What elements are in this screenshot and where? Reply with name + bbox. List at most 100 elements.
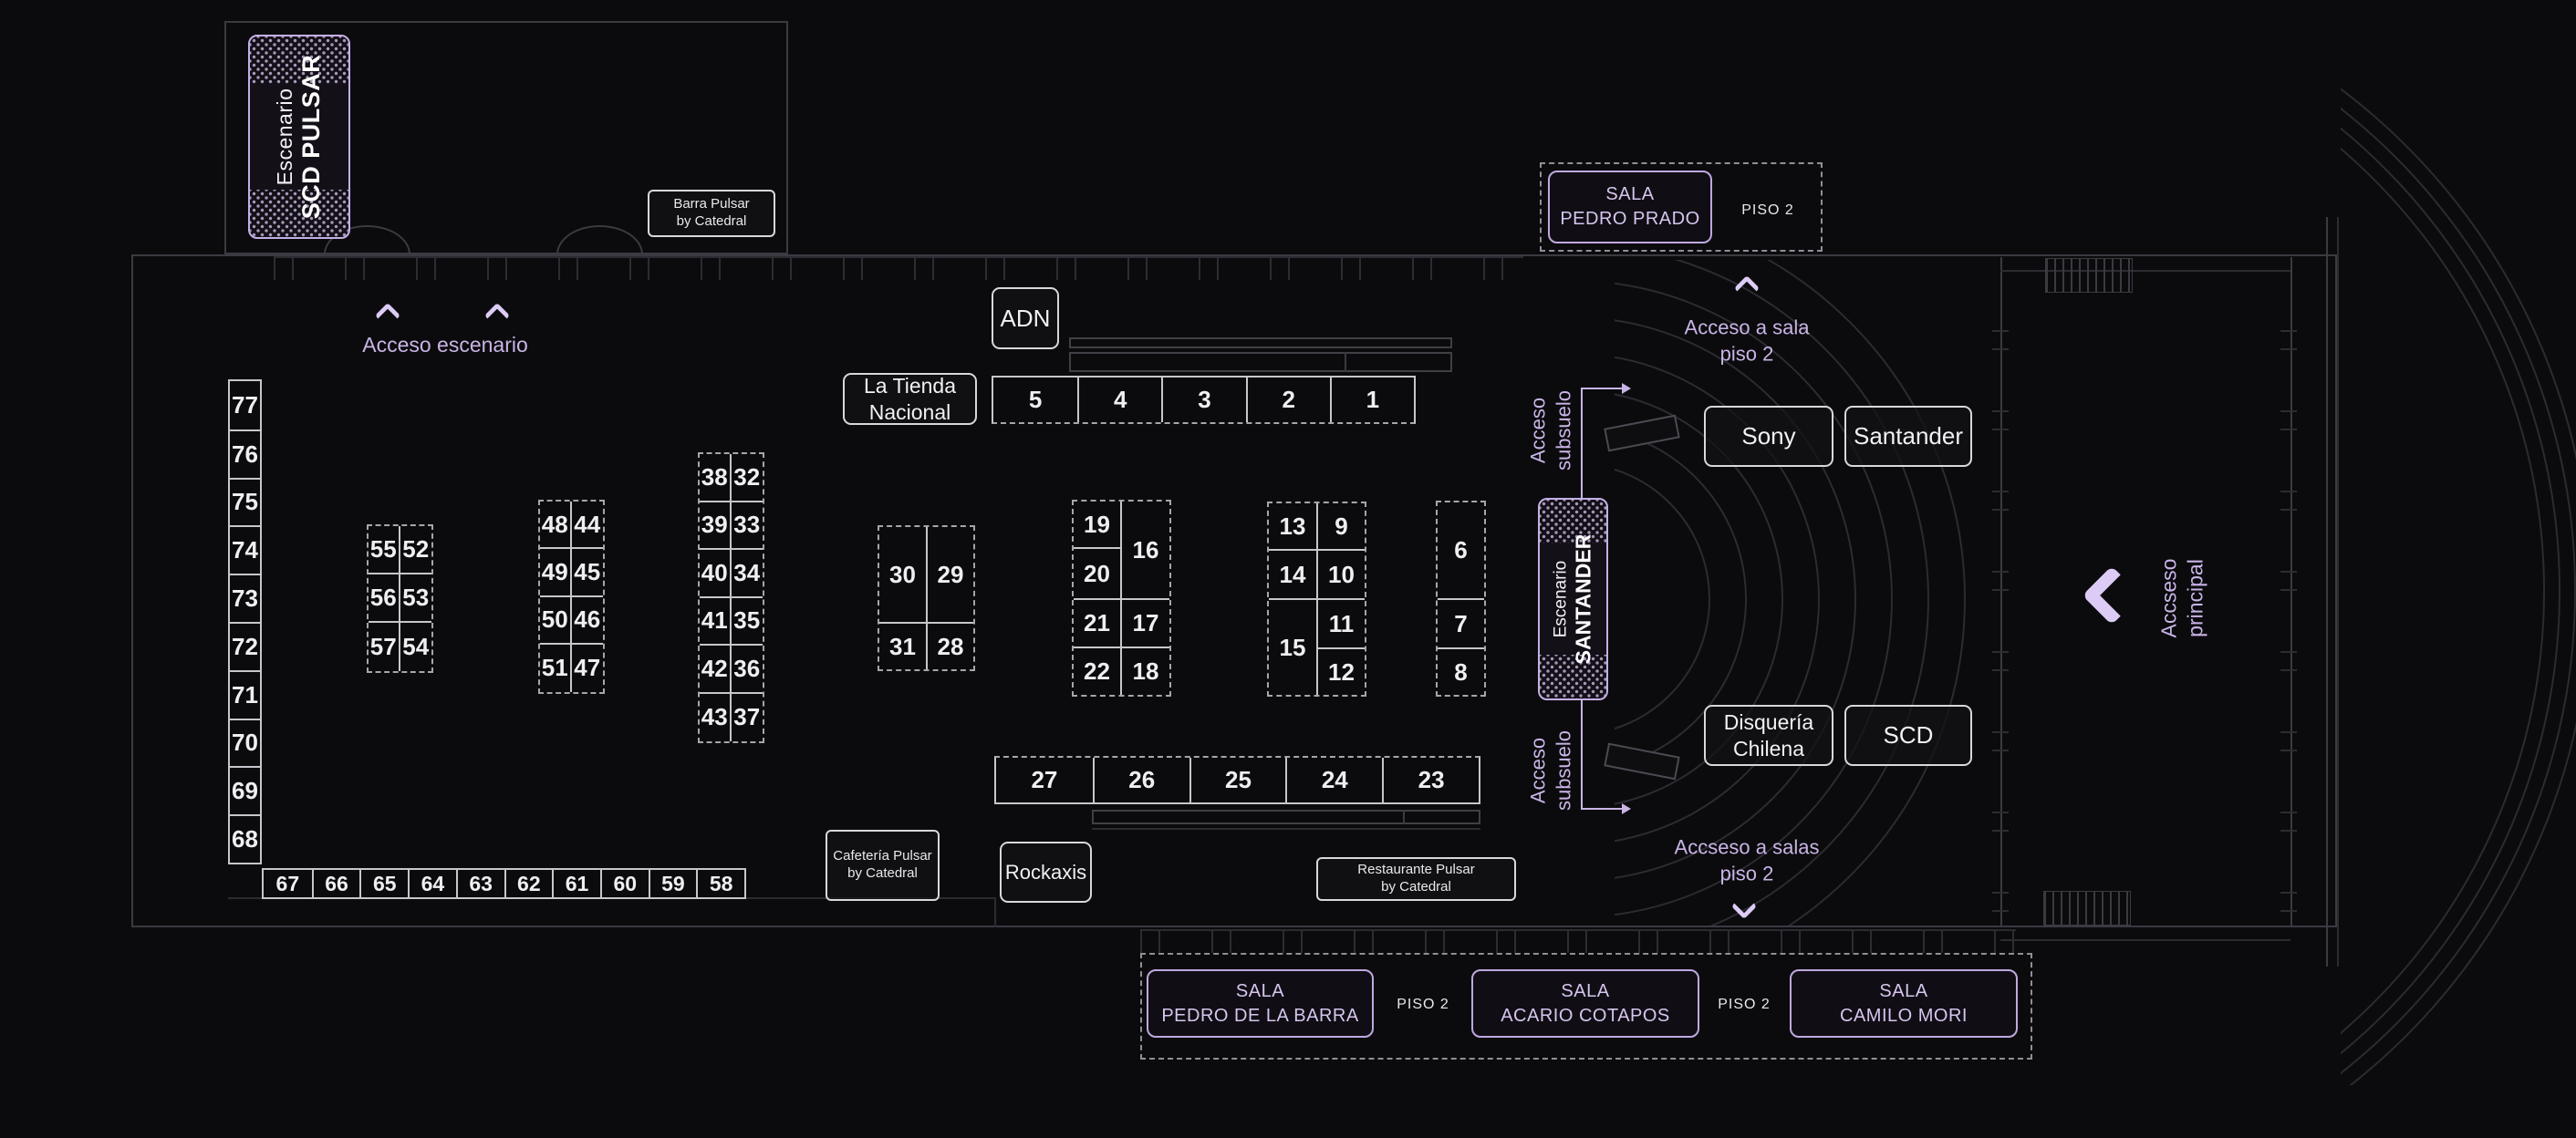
booth-cell[interactable]: 73 xyxy=(230,574,260,622)
booth-cell[interactable]: 30 xyxy=(879,527,928,624)
booth-cell[interactable]: 63 xyxy=(455,870,504,897)
sala-pedro-prado[interactable]: SALA PEDRO PRADO xyxy=(1548,171,1712,243)
booth-cell[interactable]: 48 xyxy=(540,502,572,550)
booth-cell[interactable]: 44 xyxy=(571,502,603,550)
booth-cluster-19: 19 16 20 21 17 22 18 xyxy=(1072,500,1171,697)
booth-cell[interactable]: 68 xyxy=(230,814,260,863)
scd-box[interactable]: SCD xyxy=(1844,705,1972,766)
booth-cell[interactable]: 53 xyxy=(400,574,431,623)
barra-pulsar-box[interactable]: Barra Pulsar by Catedral xyxy=(648,190,775,237)
booth-cell[interactable]: 34 xyxy=(731,550,763,598)
booth-cell[interactable]: 59 xyxy=(648,870,697,897)
booth-cell[interactable]: 17 xyxy=(1122,600,1169,648)
booth-cell[interactable]: 5 xyxy=(993,378,1077,422)
booth-cell[interactable]: 29 xyxy=(928,527,973,624)
sala-camilo-mori[interactable]: SALA CAMILO MORI xyxy=(1790,969,2018,1038)
booth-cell[interactable]: 72 xyxy=(230,621,260,670)
sala-acario-cotapos[interactable]: SALA ACARIO COTAPOS xyxy=(1471,969,1699,1038)
booth-cell[interactable]: 45 xyxy=(571,549,603,597)
booth-cell[interactable]: 58 xyxy=(696,870,744,897)
booth-cell[interactable]: 66 xyxy=(311,870,360,897)
booth-cell[interactable]: 2 xyxy=(1245,378,1330,422)
booth-cell[interactable]: 8 xyxy=(1438,649,1484,695)
booth-cell[interactable]: 46 xyxy=(571,597,603,645)
booth-cell[interactable]: 40 xyxy=(700,550,732,598)
booth-cell[interactable]: 70 xyxy=(230,718,260,767)
booth-cell[interactable]: 74 xyxy=(230,525,260,574)
la-tienda-nacional-box[interactable]: La Tienda Nacional xyxy=(843,373,977,425)
booth-cell[interactable]: 15 xyxy=(1269,600,1318,695)
booth-cell[interactable]: 9 xyxy=(1318,503,1365,551)
booth-cell[interactable]: 22 xyxy=(1074,648,1122,695)
booth-cell[interactable]: 71 xyxy=(230,669,260,719)
booth-cell[interactable]: 24 xyxy=(1285,758,1382,802)
booth-cell[interactable]: 18 xyxy=(1122,648,1169,695)
booth-cell[interactable]: 39 xyxy=(700,502,732,550)
booth-cell[interactable]: 3 xyxy=(1161,378,1245,422)
booth-cell[interactable]: 75 xyxy=(230,477,260,526)
booth-cell[interactable]: 13 xyxy=(1269,503,1318,551)
booth-cell[interactable]: 64 xyxy=(408,870,456,897)
booth-cell[interactable]: 11 xyxy=(1318,600,1365,649)
booth-cell[interactable]: 62 xyxy=(504,870,553,897)
booth-cell[interactable]: 25 xyxy=(1189,758,1286,802)
booth-cell[interactable]: 60 xyxy=(599,870,649,897)
booth-cell[interactable]: 4 xyxy=(1077,378,1161,422)
booth-cell[interactable]: 50 xyxy=(540,596,572,645)
booth-cell[interactable]: 43 xyxy=(700,693,732,741)
booth-cell[interactable]: 67 xyxy=(264,870,312,897)
booth-cell[interactable]: 35 xyxy=(731,598,763,646)
stage-scd-pulsar[interactable]: Escenario SCD PULSAR xyxy=(248,35,350,239)
booth-cell[interactable]: 55 xyxy=(369,526,400,574)
rockaxis-box[interactable]: Rockaxis xyxy=(1000,842,1092,903)
booth-cell[interactable]: 49 xyxy=(540,549,572,597)
booth-number: 36 xyxy=(733,654,761,682)
booth-cell[interactable]: 31 xyxy=(879,624,928,669)
booth-cell[interactable]: 56 xyxy=(369,574,400,623)
booth-cell[interactable]: 57 xyxy=(369,623,400,671)
booth-cell[interactable]: 7 xyxy=(1438,600,1484,649)
booth-cell[interactable]: 37 xyxy=(732,694,763,742)
booth-cell[interactable]: 65 xyxy=(359,870,408,897)
booth-cell[interactable]: 61 xyxy=(552,870,600,897)
sala-pedro-de-la-barra[interactable]: SALA PEDRO DE LA BARRA xyxy=(1147,969,1374,1038)
restaurante-pulsar-box[interactable]: Restaurante Pulsar by Catedral xyxy=(1316,857,1516,901)
booth-cell[interactable]: 20 xyxy=(1074,549,1122,600)
cafeteria-pulsar-box[interactable]: Cafetería Pulsar by Catedral xyxy=(826,830,940,901)
booth-cell[interactable]: 77 xyxy=(230,381,260,429)
annotation-line: Acceso a sala xyxy=(1684,316,1810,339)
booth-cell[interactable]: 47 xyxy=(572,645,604,692)
booth-cell[interactable]: 6 xyxy=(1438,502,1484,600)
booth-cell[interactable]: 69 xyxy=(230,766,260,814)
booth-cell[interactable]: 76 xyxy=(230,429,260,478)
booth-number: 75 xyxy=(232,488,258,516)
disqueria-chilena-box[interactable]: Disquería Chilena xyxy=(1704,705,1833,766)
sony-box[interactable]: Sony xyxy=(1704,406,1833,467)
booth-cell[interactable]: 36 xyxy=(731,646,763,694)
stage-santander[interactable]: Escenario SANTANDER xyxy=(1538,498,1608,700)
booth-cell[interactable]: 14 xyxy=(1269,551,1318,600)
booth-number: 66 xyxy=(325,871,348,895)
booth-cell[interactable]: 28 xyxy=(928,624,973,669)
booth-cell[interactable]: 41 xyxy=(700,597,732,646)
booth-cell[interactable]: 23 xyxy=(1382,758,1479,802)
booth-cell[interactable]: 32 xyxy=(731,454,763,502)
booth-cell[interactable]: 52 xyxy=(400,526,431,574)
adn-box[interactable]: ADN xyxy=(992,287,1059,349)
booth-cell[interactable]: 38 xyxy=(700,454,732,502)
booth-cell[interactable]: 27 xyxy=(996,758,1093,802)
booth-cell[interactable]: 16 xyxy=(1122,502,1169,600)
booth-cell[interactable]: 12 xyxy=(1318,649,1365,695)
annotation-line: principal xyxy=(2183,559,2207,637)
booth-cell[interactable]: 33 xyxy=(731,502,763,550)
booth-cell[interactable]: 19 xyxy=(1074,502,1122,549)
booth-cell[interactable]: 26 xyxy=(1092,758,1189,802)
booth-cell[interactable]: 54 xyxy=(400,623,432,671)
booth-cell[interactable]: 21 xyxy=(1074,600,1122,648)
booth-cell[interactable]: 10 xyxy=(1318,551,1365,600)
santander-box[interactable]: Santander xyxy=(1844,406,1972,467)
booth-cell[interactable]: 42 xyxy=(700,646,732,694)
booth-cell[interactable]: 51 xyxy=(540,644,572,692)
booth-cell[interactable]: 1 xyxy=(1329,378,1414,422)
